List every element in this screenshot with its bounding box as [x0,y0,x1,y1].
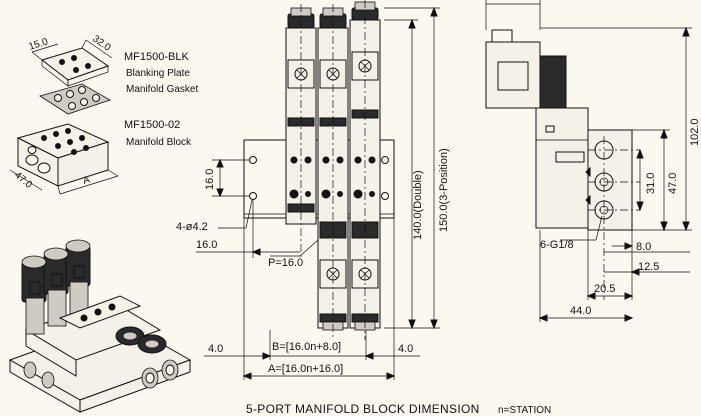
assembly-illustration [8,239,192,413]
side-dim-20-5: 20.5 [594,283,615,295]
side-dim-44: 44.0 [570,305,591,317]
dim-b-formula: B=[16.0n+8.0] [272,341,341,353]
port-callout: 6-G1/8 [540,239,574,251]
title-text: 5-PORT MANIFOLD BLOCK DIMENSION [246,402,480,416]
front-dim-16: 16.0 [204,169,216,190]
dim-a-formula: A=[16.0n+16.0] [268,363,343,375]
manifold-block-illustration: 47.0 A [9,123,119,195]
hole-callout: 4-ø4.2 [176,221,208,233]
side-dim-47: 47.0 [667,173,679,194]
side-dim-102: 102.0 [689,118,701,146]
blanking-line2: Manifold Gasket [126,84,198,95]
side-view: 102.0 47.0 31.0 6-G1/8 8.0 12.5 20.5 44. [485,0,701,322]
blanking-plate-illustration: 15.0 32.0 [28,33,113,115]
pitch-label: P=16.0 [268,257,303,269]
margin-left: 4.0 [208,343,223,355]
blanking-dim-a: 15.0 [28,36,50,53]
block-dim-a: A [82,174,92,187]
blanking-model: MF1500-BLK [124,51,189,63]
side-dim-12-5: 12.5 [638,261,659,273]
side-dim-31: 31.0 [645,173,657,194]
height-3position: 150.0(3-Position) [438,148,450,232]
block-line1: Manifold Block [126,137,192,148]
part-labels: MF1500-BLK Blanking Plate Manifold Gaske… [124,51,198,148]
blanking-line1: Blanking Plate [126,68,190,79]
front-view: 140.0(Double) 150.0(3-Position) 16.0 4-ø… [176,0,450,380]
height-double: 140.0(Double) [412,170,424,240]
front-dim-16b: 16.0 [196,239,217,251]
margin-right: 4.0 [398,343,413,355]
drawing-title: 5-PORT MANIFOLD BLOCK DIMENSION n=STATIO… [246,402,551,416]
side-dim-8: 8.0 [636,241,651,253]
title-note: n=STATION [498,405,551,416]
block-model: MF1500-02 [124,119,180,131]
